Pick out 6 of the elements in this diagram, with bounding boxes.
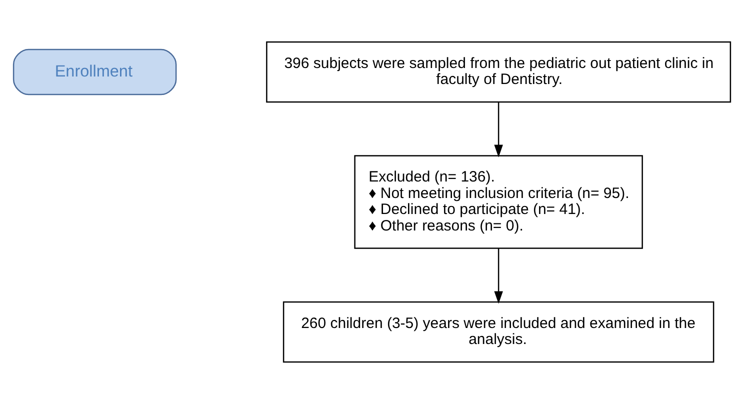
node-box: 260 children (3-5) years were included and examined in the analysis. xyxy=(282,300,714,362)
arrow xyxy=(494,248,503,304)
arrow xyxy=(494,102,503,157)
node-box: Excluded (n= 136). ♦ Not meeting inclusion criteria (n= 95). ♦ Declined to participate (n= 41). ♦ Other reasons (n= 0). xyxy=(354,154,643,248)
node-box: 396 subjects were sampled from the pediatric out patient clinic in faculty of Dentistry. xyxy=(266,40,732,102)
node-box: Enrollment xyxy=(12,48,177,95)
